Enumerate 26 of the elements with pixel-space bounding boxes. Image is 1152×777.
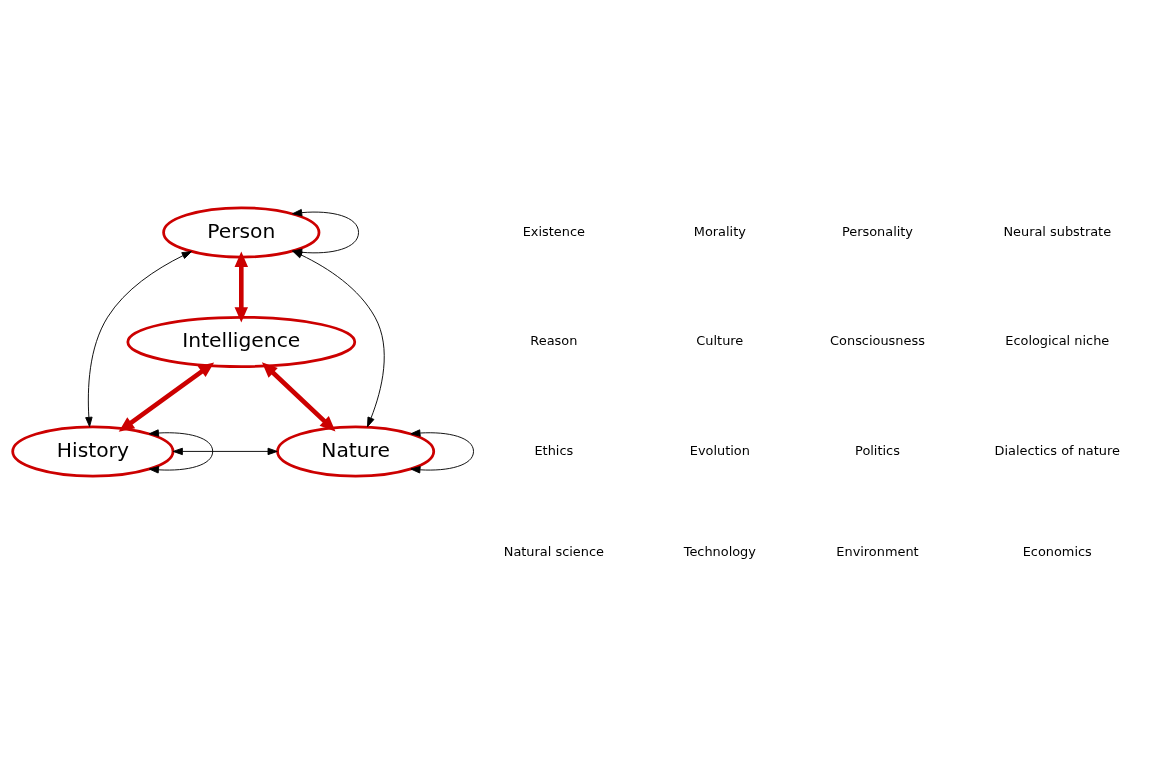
label: Evolution <box>689 442 750 458</box>
node-ellipse: Intelligence <box>126 315 357 368</box>
label: Economics <box>1022 544 1092 560</box>
arrow <box>410 429 474 474</box>
label: Politics <box>855 442 900 458</box>
arrow <box>85 251 192 428</box>
arrow <box>118 362 215 432</box>
label: Ethics <box>534 442 574 458</box>
label: Neural substrate <box>1003 223 1112 239</box>
arrow <box>261 362 336 432</box>
node-ellipse: Nature <box>276 425 436 478</box>
label: Morality <box>693 223 746 239</box>
label: Reason <box>530 333 578 349</box>
label: Technology <box>683 544 756 560</box>
label: Culture <box>696 333 744 349</box>
label: Consciousness <box>830 333 925 349</box>
arrow <box>234 251 249 323</box>
arrow <box>172 447 278 456</box>
label: Ecological niche <box>1005 333 1110 349</box>
label: Environment <box>836 544 919 560</box>
label: Personality <box>841 223 914 239</box>
label: Existence <box>522 223 585 239</box>
node-ellipse: History <box>11 425 175 478</box>
label: Dialectics of nature <box>994 442 1120 458</box>
label: Natural science <box>503 544 604 560</box>
arrow <box>148 429 214 474</box>
